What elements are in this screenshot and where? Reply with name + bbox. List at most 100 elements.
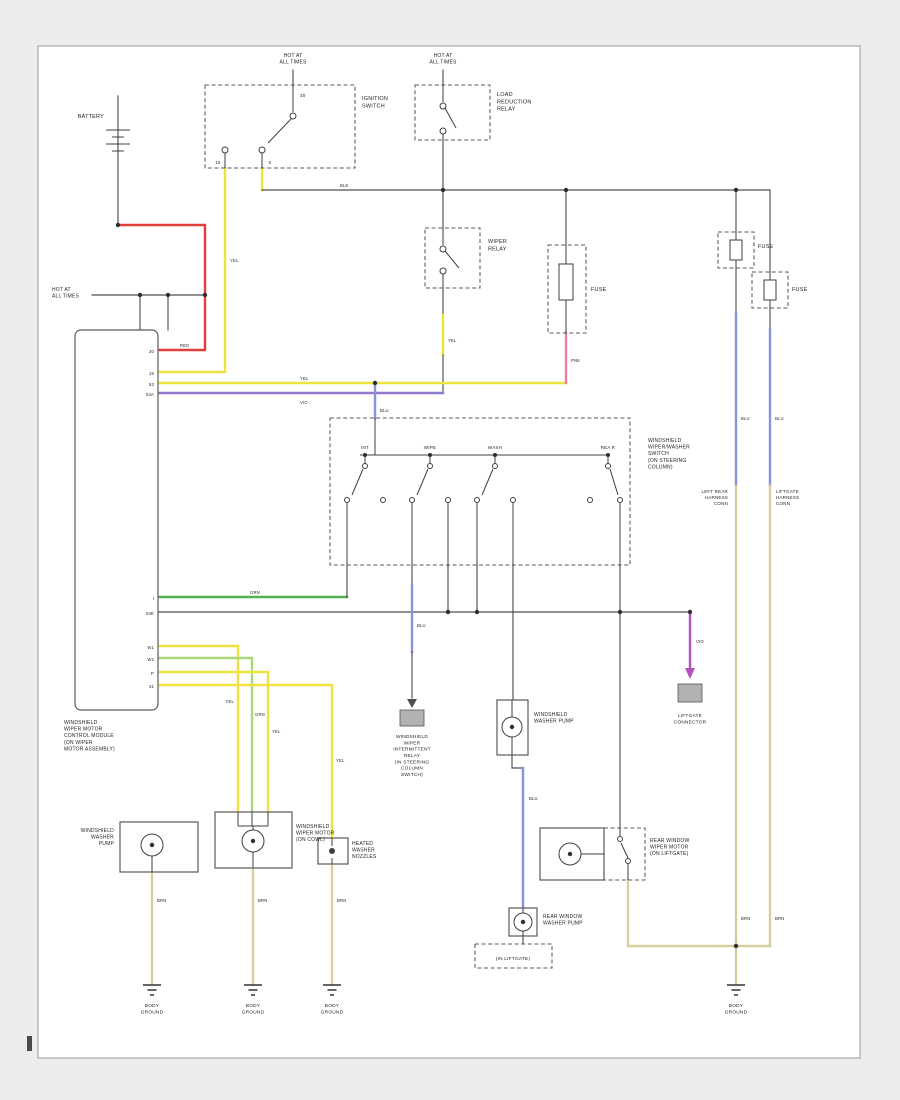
junction-dots [115,187,739,949]
label-wafer-wipe: WIPE [424,445,436,450]
label-pin-p: P [151,671,154,676]
page-edge-mark [27,1036,32,1051]
wiper-relay-box [424,227,481,289]
liftgate-boundary-box [474,943,553,969]
label-tick-blu-f5b: BLU [775,416,784,421]
fuse-center-box [547,244,587,334]
load-reduction-relay-internals [442,85,457,140]
label-tick-vio-h2: VIO [300,400,308,405]
label-tick-yel-nozzle: YEL [336,758,345,763]
label-tick-yel-ignition: YEL [230,258,239,263]
fuse-right-1-box [717,231,755,269]
component-boxes [74,329,605,937]
wire-washer-pump-out [511,754,524,769]
label-tick-blu-f5a: BLU [741,416,750,421]
label-wafer-rear: REA R [601,445,616,450]
label-tick-yel-relay: YEL [448,338,457,343]
wire-wiper-park [156,670,270,814]
label-tick-yel-p: YEL [272,729,281,734]
label-terminal-30: 30 [300,93,306,98]
wiper-relay-internals [442,232,460,288]
label-tick-brn-g3: BRN [337,898,346,903]
ground-symbol-1 [143,984,161,996]
wire-wiper-high [156,656,254,814]
wire-ignition-to-module [156,166,227,374]
nozzle-heater-element [329,848,335,854]
int-relay-connector-block [399,709,425,727]
wiper-switch-internals [346,418,621,565]
component-internals [106,85,777,936]
washer-pump-box [119,821,199,873]
wire-battery-to-module [116,223,207,352]
ignition-switch-box [204,84,356,169]
fuse-right-1-symbol [729,239,743,261]
wires [91,69,772,987]
load-reduction-relay-box [414,84,491,141]
label-tick-grn-w2: GRN [255,712,265,717]
wiper-motor-module-box [74,329,159,711]
wiper-washer-switch-box [329,417,631,566]
wire-wiper-low [156,644,240,814]
label-in-liftgate: (IN LIFTGATE) [496,956,531,962]
rear-wiper-motor-internals [581,828,629,880]
motor-symbols [140,716,582,932]
label-pin-30: 30 [149,349,155,354]
label-fuse-center: FUSE [591,287,607,293]
label-fuse-right-1: FUSE [758,244,774,250]
label-tick-blu-stub: BLU [380,408,389,413]
ground-symbol-2 [244,984,262,996]
contact-points [221,102,631,864]
connectors [399,668,703,727]
label-wafer-wash: WASH [488,445,502,450]
wire-rear-motor-ground-run [626,878,772,948]
label-terminal-15: 15 [215,160,221,165]
label-tick-blu-rear: BLU [529,796,538,801]
label-tick-vio-arrow: VIO [696,639,704,644]
wiper-motor-internals [237,812,269,868]
purple-wire-arrow [685,668,695,679]
label-tick-yel-h1: YEL [300,376,309,381]
label-pin-53e: 53E [146,611,154,616]
label-tick-grn: GRN [250,590,260,595]
int-relay-arrow [407,699,417,708]
paper [37,45,861,1059]
label-pin-31: 31 [149,684,155,689]
label-fuse-right-2: FUSE [792,287,808,293]
label-tick-pnk: PNK [571,358,580,363]
ground-symbol-3 [323,984,341,996]
label-pin-i: I [153,596,154,601]
ignition-switch-internals [224,85,294,168]
wire-nozzle-feed [156,683,334,840]
label-battery: BATTERY [78,114,104,120]
fuse-center-symbol [558,263,574,301]
label-tick-brn-f5a: BRN [741,916,750,921]
label-tick-red: RED [180,343,189,348]
label-tick-blu-int: BLU [417,623,426,628]
label-tick-brn-g1: BRN [157,898,166,903]
fuse-right-2-box [751,271,789,309]
dashed-boxes [204,84,789,969]
label-tick-brn-g2: BRN [258,898,267,903]
label-pin-15: 15 [149,371,155,376]
label-terminal-x: X [268,160,271,165]
